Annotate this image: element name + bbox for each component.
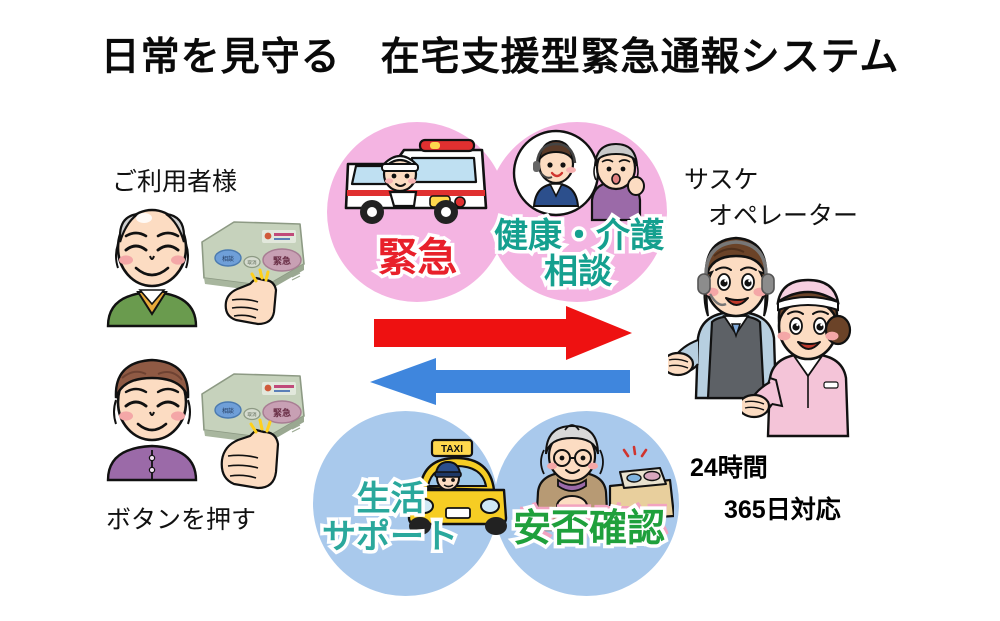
operator-label-line2: オペレーター [708, 202, 859, 230]
availability-label-line2: 365日対応 [724, 496, 841, 524]
label-health-consultation-line2: 相談 [541, 251, 616, 293]
taxi-icon: TAXI [407, 438, 508, 535]
label-life-support-line2: サポート [319, 516, 462, 558]
arrow-outbound-right [374, 306, 632, 360]
emergency-device-top[interactable]: 相談 取消 緊急 [196, 216, 308, 300]
user-side-label: ご利用者様 [112, 168, 238, 196]
svg-text:相談: 相談 [222, 407, 234, 415]
label-safety-confirmation-shadow: 安否確認 [516, 502, 669, 544]
press-button-label: ボタンを押す [106, 506, 257, 534]
svg-text:取消: 取消 [247, 411, 257, 418]
label-emergency: 緊急 [374, 234, 461, 283]
operator-headset-figure [668, 236, 778, 400]
label-health-consultation-line1: 健康・介護 [491, 215, 668, 257]
page-title: 日常を見守る 在宅支援型緊急通報システム [100, 36, 900, 79]
pointing-finger-bottom [220, 418, 280, 490]
ambulance-icon [344, 138, 488, 224]
svg-text:緊急: 緊急 [273, 255, 291, 266]
pointing-finger-top [224, 268, 278, 326]
arrow-inbound-left [370, 358, 630, 405]
svg-text:相談: 相談 [222, 255, 234, 263]
elderly-woman-figure [106, 358, 198, 482]
elderly-man-figure [106, 208, 198, 328]
operator-and-senior-icon [512, 129, 645, 222]
svg-text:TAXI: TAXI [441, 444, 463, 455]
operator-label-line1: サスケ [684, 166, 759, 194]
nurse-figure [742, 278, 852, 438]
label-safety-confirmation: 安否確認 [509, 506, 668, 553]
label-life-support-line1: 生活 [353, 478, 428, 520]
emergency-device-bottom[interactable]: 相談 取消 緊急 [196, 368, 308, 452]
svg-text:緊急: 緊急 [273, 407, 291, 418]
senior-with-device-icon [534, 424, 674, 532]
svg-text:取消: 取消 [247, 259, 257, 266]
availability-label-line1: 24時間 [690, 454, 768, 482]
